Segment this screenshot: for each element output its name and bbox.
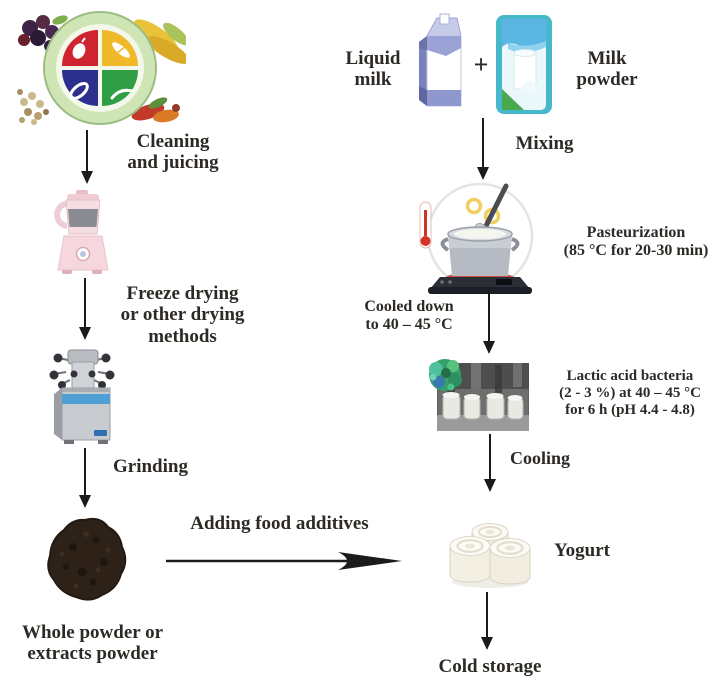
label-cold-storage: Cold storage bbox=[438, 656, 542, 677]
arrow-grinding bbox=[78, 448, 92, 508]
arrow-cold-storage bbox=[480, 592, 494, 650]
label-adding-additives: Adding food additives bbox=[190, 513, 369, 534]
arrow-adding-additives bbox=[166, 552, 402, 570]
milk-carton-icon bbox=[419, 13, 462, 107]
label-yogurt: Yogurt bbox=[554, 540, 610, 561]
label-mixing: Mixing bbox=[515, 133, 574, 154]
milk-powder-bag-icon bbox=[496, 15, 552, 114]
pot-on-stove-icon bbox=[419, 182, 534, 294]
arrow-cooling bbox=[483, 434, 497, 492]
blender-icon bbox=[54, 190, 109, 274]
arrow-mixing bbox=[476, 118, 490, 180]
label-grinding: Grinding bbox=[113, 456, 188, 477]
arrow-freeze-drying bbox=[78, 278, 92, 340]
yogurt-cups-icon bbox=[449, 523, 531, 588]
label-pasteurization: Pasteurization(85 °C for 20-30 min) bbox=[563, 224, 709, 259]
powder-pile-icon bbox=[47, 517, 127, 601]
label-cooling: Cooling bbox=[509, 448, 570, 468]
label-lactic-acid: Lactic acid bacteria(2 - 3 %) at 40 – 45… bbox=[559, 368, 701, 418]
fermentation-tanks-photo bbox=[437, 363, 529, 431]
freeze-dryer-icon bbox=[49, 349, 115, 444]
plus-sign: + bbox=[473, 50, 489, 79]
arrow-cleaning-juicing bbox=[80, 130, 94, 184]
arrow-cooled-down bbox=[482, 288, 496, 354]
bacteria-icon bbox=[429, 359, 462, 391]
food-groups-plate-icon bbox=[17, 11, 186, 125]
